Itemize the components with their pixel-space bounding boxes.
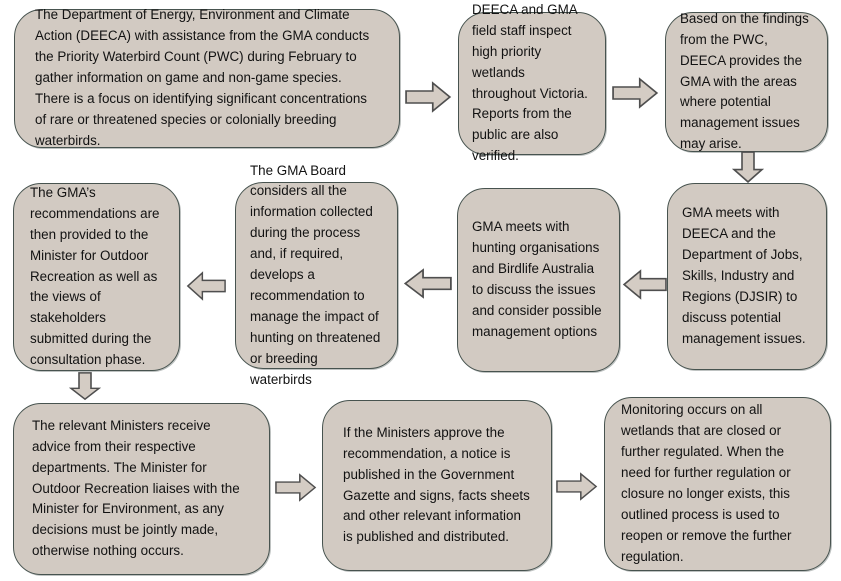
flow-step-text: GMA meets with hunting organisations and… <box>472 219 602 339</box>
arrow-left-icon <box>403 268 452 299</box>
flow-step-pwc-findings: Based on the findings from the PWC, DEEC… <box>665 10 828 152</box>
flow-step-ministers-receive-advice: The relevant Ministers receive advice fr… <box>13 403 270 575</box>
flow-step-priority-waterbird-count: The Department of Energy, Environment an… <box>14 7 400 148</box>
flow-step-text: The GMA’s recommendations are then provi… <box>30 184 160 368</box>
arrow-right-icon <box>612 77 659 109</box>
arrow-left-icon <box>622 269 667 300</box>
flow-step-text: GMA meets with DEECA and the Department … <box>682 205 806 346</box>
flow-step-text: The relevant Ministers receive advice fr… <box>32 417 240 559</box>
flow-step-recommendations-to-minister: The GMA’s recommendations are then provi… <box>13 183 180 371</box>
arrow-down-icon <box>732 151 764 184</box>
flow-step-text: The Department of Energy, Environment an… <box>35 7 370 148</box>
flow-step-text: Monitoring occurs on all wetlands that a… <box>621 402 792 564</box>
arrow-down-icon <box>69 372 101 401</box>
flow-step-text: Based on the findings from the PWC, DEEC… <box>680 10 809 152</box>
flow-step-text: The GMA Board considers all the informat… <box>250 162 381 387</box>
arrow-right-icon <box>405 81 452 113</box>
flow-step-field-staff-inspection: DEECA and GMA field staff inspect high p… <box>458 2 606 163</box>
arrow-right-icon <box>275 473 317 502</box>
flow-step-text: DEECA and GMA field staff inspect high p… <box>472 1 588 164</box>
arrow-right-icon <box>556 472 598 501</box>
flow-step-gma-board-recommendation: The GMA Board considers all the informat… <box>235 163 398 387</box>
flow-step-gazette-notice: If the Ministers approve the recommendat… <box>322 400 552 571</box>
flow-step-text: If the Ministers approve the recommendat… <box>343 424 530 545</box>
arrow-left-icon <box>186 271 226 301</box>
flow-step-gma-stakeholder-meeting: GMA meets with hunting organisations and… <box>457 188 620 372</box>
flow-step-gma-deeca-djsir-meeting: GMA meets with DEECA and the Department … <box>667 183 827 370</box>
flow-step-monitoring-wetlands: Monitoring occurs on all wetlands that a… <box>604 397 831 571</box>
